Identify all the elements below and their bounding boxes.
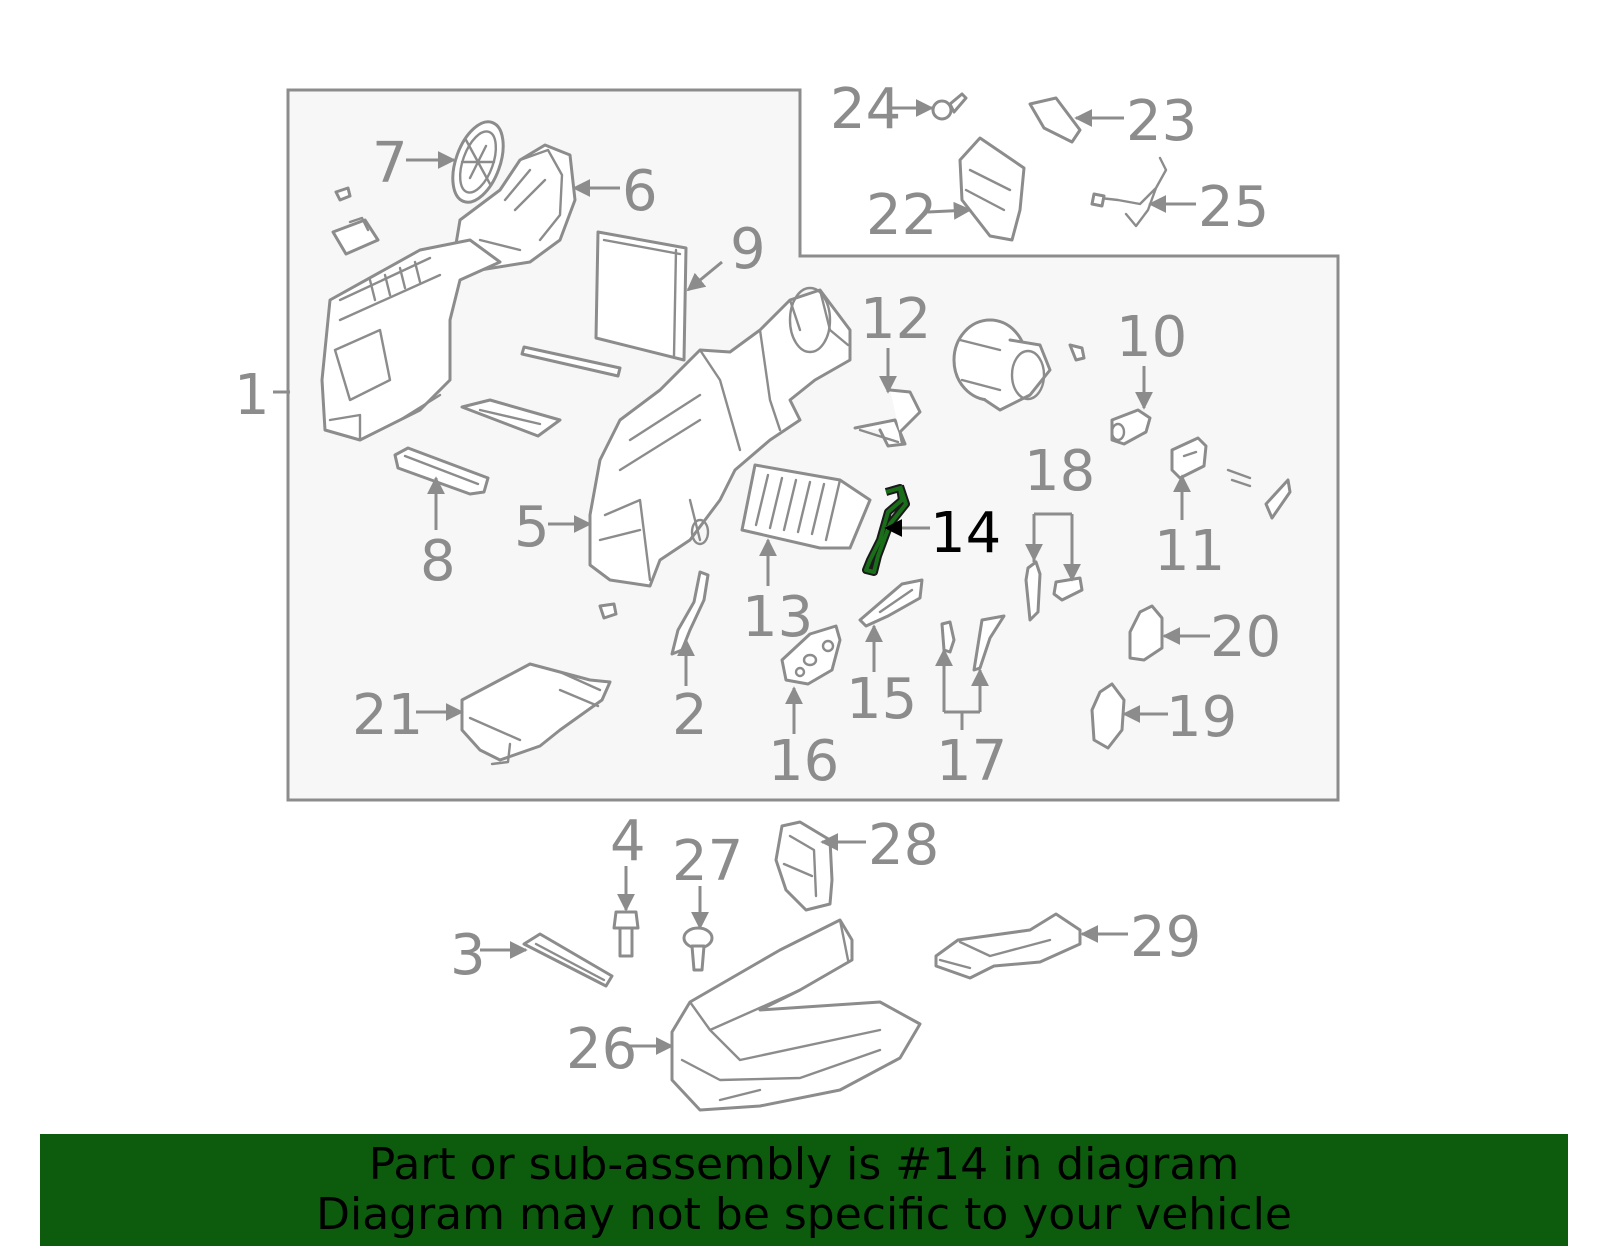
part-hvac-housing-left[interactable] xyxy=(320,238,502,442)
callout-16: 16 xyxy=(768,729,839,794)
callout-1: 1 xyxy=(234,363,270,428)
callout-5: 5 xyxy=(514,495,550,560)
part-clips-right[interactable] xyxy=(1226,468,1292,520)
part-clip-tiny[interactable] xyxy=(598,602,618,620)
part-22-duct[interactable] xyxy=(958,136,1026,242)
callout-7: 7 xyxy=(372,131,408,196)
callout-15: 15 xyxy=(846,667,917,732)
part-blower-motor[interactable] xyxy=(952,318,1052,412)
part-24-screw[interactable] xyxy=(931,92,968,121)
banner-line-2: Diagram may not be specific to your vehi… xyxy=(316,1189,1292,1240)
part-9-air-filter[interactable] xyxy=(594,230,688,362)
callout-2: 2 xyxy=(672,683,708,748)
part-20-cover[interactable] xyxy=(1128,604,1164,662)
part-19-actuator[interactable] xyxy=(1090,682,1126,750)
callout-26: 26 xyxy=(566,1017,637,1082)
part-4-bolt[interactable] xyxy=(612,910,640,958)
part-3-rod[interactable] xyxy=(522,932,614,988)
callout-21: 21 xyxy=(352,683,423,748)
callout-14: 14 xyxy=(930,501,1001,566)
part-27-pushpin[interactable] xyxy=(682,926,714,972)
part-13-heater-core[interactable] xyxy=(740,463,872,550)
callout-25: 25 xyxy=(1198,175,1269,240)
info-banner: Part or sub-assembly is #14 in diagram D… xyxy=(40,1134,1568,1246)
part-21-module[interactable] xyxy=(460,662,612,766)
callout-28: 28 xyxy=(868,813,939,878)
leader-17 xyxy=(944,650,980,730)
banner-line-1: Part or sub-assembly is #14 in diagram xyxy=(368,1139,1240,1190)
callout-9: 9 xyxy=(730,217,766,282)
part-clip-small[interactable] xyxy=(331,186,380,256)
part-5-hvac-case[interactable] xyxy=(588,286,852,588)
callout-23: 23 xyxy=(1126,89,1197,154)
assembly-boundary xyxy=(286,88,1340,802)
leader-9 xyxy=(686,260,723,292)
leader-22 xyxy=(927,201,972,220)
part-23-bracket[interactable] xyxy=(1028,96,1082,144)
callout-17: 17 xyxy=(936,729,1007,794)
callout-4: 4 xyxy=(610,809,646,874)
part-8-seal[interactable] xyxy=(393,446,490,496)
part-screw-small[interactable] xyxy=(1068,343,1086,362)
callout-13: 13 xyxy=(742,585,813,650)
callout-6: 6 xyxy=(622,159,658,224)
callout-20: 20 xyxy=(1210,605,1281,670)
part-link-rod[interactable] xyxy=(460,345,622,438)
callout-8: 8 xyxy=(420,529,456,594)
callout-11: 11 xyxy=(1154,519,1225,584)
callout-27: 27 xyxy=(672,829,743,894)
part-12-sensor[interactable] xyxy=(853,388,922,448)
part-7-fan-wheel[interactable] xyxy=(443,115,513,209)
part-16-plate[interactable] xyxy=(780,624,842,686)
part-25-wire[interactable] xyxy=(1090,156,1168,228)
part-11-actuator[interactable] xyxy=(1170,436,1208,480)
part-28-duct[interactable] xyxy=(774,820,834,912)
callout-19: 19 xyxy=(1166,685,1237,750)
callout-3: 3 xyxy=(450,923,486,988)
callout-12: 12 xyxy=(860,287,931,352)
callout-24: 24 xyxy=(830,77,901,142)
callout-22: 22 xyxy=(866,183,937,248)
callout-10: 10 xyxy=(1116,305,1187,370)
callout-29: 29 xyxy=(1130,905,1201,970)
part-10-resistor[interactable] xyxy=(1110,408,1152,446)
part-6-blower-housing[interactable] xyxy=(453,143,577,272)
callout-18: 18 xyxy=(1024,439,1095,504)
part-29-duct[interactable] xyxy=(934,912,1082,980)
part-26-floor-duct[interactable] xyxy=(670,918,922,1112)
